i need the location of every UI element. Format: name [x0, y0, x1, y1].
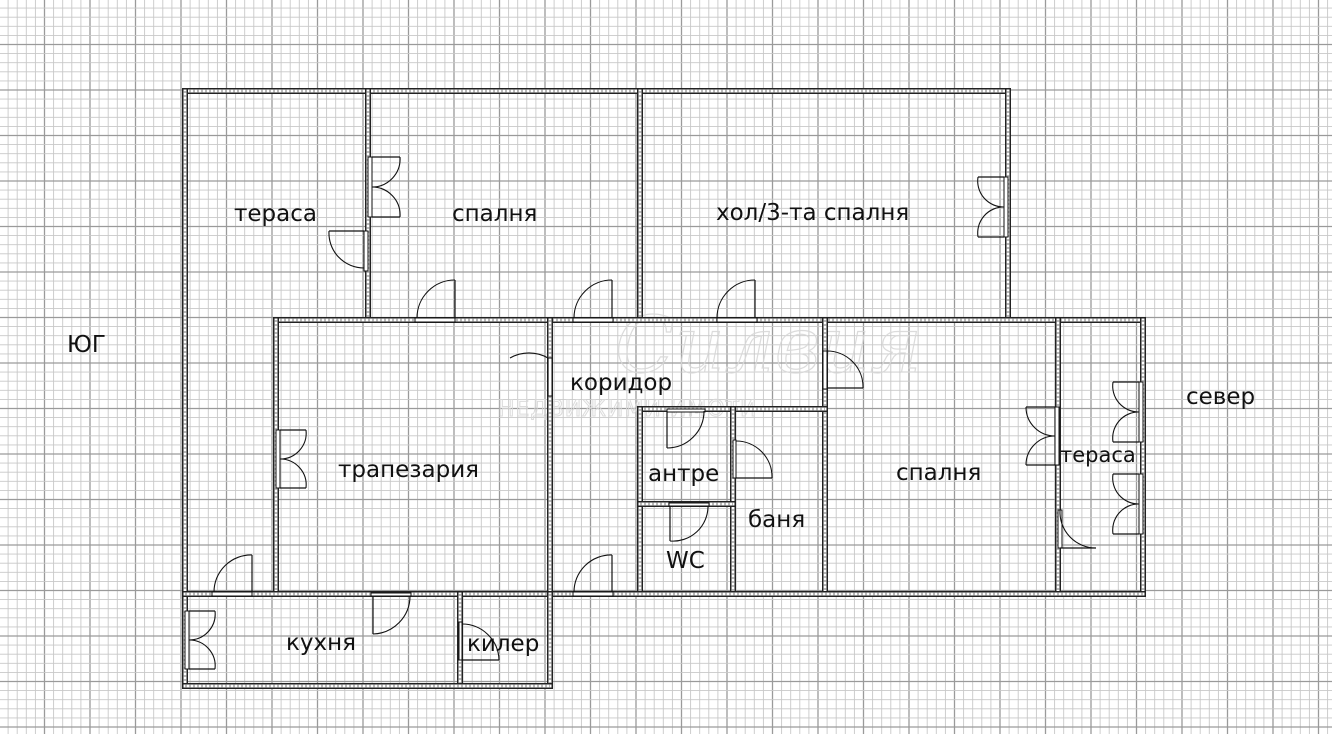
door-corridor-top-swing: [573, 279, 613, 319]
door-hall-swing: [716, 279, 756, 319]
door-kitchen-sill: [370, 592, 412, 597]
room-label-bathroom: баня: [748, 507, 805, 533]
door-bedroom2-swing: [826, 350, 864, 389]
door-kitchen-window-a-swing: [188, 610, 216, 641]
door-kitchen-window-b-swing: [188, 639, 216, 670]
door-kitchen-window-sill: [184, 610, 190, 670]
door-pantry-swing: [461, 623, 500, 661]
door-terrace-north-window-2b-swing: [1112, 503, 1140, 535]
room-labels: тераса спалня хол/3-та спалня коридор тр…: [234, 200, 1136, 657]
room-label-kitchen: кухня: [286, 630, 356, 656]
room-label-hall-bedroom-3: хол/3-та спалня: [716, 200, 909, 226]
door-terrace-single-sill: [363, 230, 369, 272]
orientation-south-label: ЮГ: [67, 332, 106, 358]
door-terrace-north-window-1b-swing: [1112, 411, 1140, 443]
door-terrace-bedroom1-b-swing: [371, 186, 401, 218]
door-entrance-swing: [666, 410, 705, 449]
door-dining-terrace-sill: [275, 429, 281, 489]
door-terrace-north-window-2a-swing: [1112, 473, 1140, 505]
door-corridor-bottom-sill: [572, 591, 614, 597]
door-terrace-north-window-1-sill: [1138, 381, 1144, 443]
room-label-bedroom-1: спалня: [452, 201, 537, 227]
doors: [184, 156, 1144, 670]
door-bedroom2-sill: [822, 350, 828, 390]
room-label-corridor: коридор: [570, 370, 672, 396]
door-hall-sill: [716, 317, 758, 323]
door-bedroom2-terrace-b-swing: [1025, 435, 1056, 466]
door-kitchen-terrace-swing: [213, 554, 253, 593]
door-terrace-north-window-2-sill: [1138, 473, 1144, 535]
door-dining-corridor-a-swing: [509, 352, 549, 359]
door-terrace-bedroom1-sill: [367, 156, 373, 218]
watermark-script: Силвия: [615, 301, 922, 391]
door-corridor-bottom-swing: [573, 554, 613, 593]
room-label-terrace-north: тераса: [1060, 443, 1136, 467]
door-hall-balcony-b-swing: [977, 206, 1005, 238]
watermark: Силвия НЕДВИЖИМИ ИМОТИ: [498, 300, 923, 422]
door-wc-sill: [668, 502, 710, 507]
room-label-entrance: антре: [648, 461, 719, 487]
door-dining-terrace-a-swing: [279, 429, 307, 460]
door-kitchen-swing: [372, 595, 411, 635]
room-label-pantry: килер: [467, 631, 539, 657]
door-bedroom2-terrace-sill: [1054, 406, 1060, 466]
door-terrace-north-window-1a-swing: [1112, 381, 1140, 413]
door-dining-terrace-b-swing: [279, 458, 307, 489]
door-terrace-single-swing: [328, 230, 365, 269]
door-hall-balcony-a-swing: [977, 176, 1005, 208]
room-label-bedroom-2: спалня: [896, 460, 981, 486]
door-bedroom1-sill: [414, 317, 456, 323]
door-bathroom-sill: [732, 439, 737, 479]
orientation-north-label: север: [1186, 384, 1255, 410]
door-terrace-bedroom1-a-swing: [371, 156, 401, 188]
door-pantry-sill: [458, 621, 463, 661]
door-corridor-top-sill: [572, 317, 614, 323]
door-wc-swing: [669, 505, 709, 542]
room-label-dining: трапезария: [338, 457, 479, 483]
door-terrace-north-single-swing: [1059, 509, 1097, 549]
door-entrance-sill: [666, 408, 706, 413]
door-kitchen-terrace-sill: [211, 591, 253, 597]
door-bedroom1-swing: [416, 279, 456, 319]
door-hall-balcony-sill: [1003, 176, 1009, 238]
room-label-wc: WC: [666, 548, 705, 574]
door-bathroom-swing: [735, 440, 773, 479]
door-bedroom2-terrace-a-swing: [1025, 406, 1056, 437]
room-label-terrace-south: тераса: [234, 201, 317, 227]
